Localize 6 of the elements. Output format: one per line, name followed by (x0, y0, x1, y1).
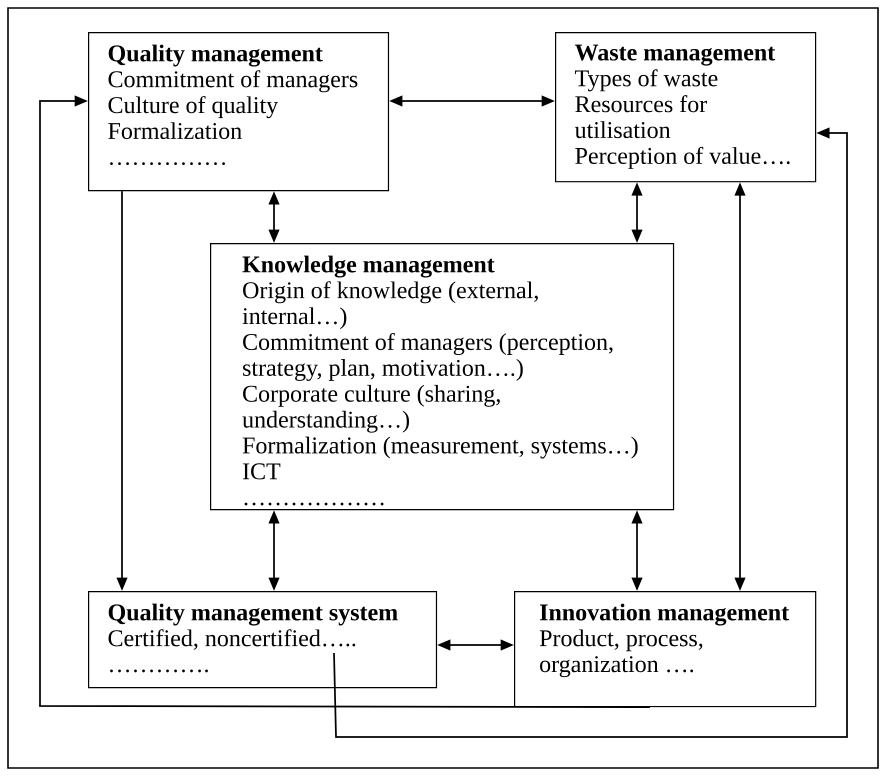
text-box: Waste management Types of waste Resources for utilisation Perception of value…. (555, 32, 816, 182)
text-box: Quality management Commitment of managers Culture of quality Formalization …………… (88, 32, 390, 192)
text-box: Innovation management Product, process, organization …. (514, 591, 816, 708)
text-box: Knowledge management Origin of knowledge (external, internal…) Commitment of managers (perception, strategy, plan, motivation….) Corporate culture (sharing, understanding…) Formalization (measurement, systems…) ICT ……………… (210, 243, 674, 510)
text-box: Quality management system Certified, noncertified….. …………. (88, 591, 438, 688)
arrow (39, 95, 650, 708)
